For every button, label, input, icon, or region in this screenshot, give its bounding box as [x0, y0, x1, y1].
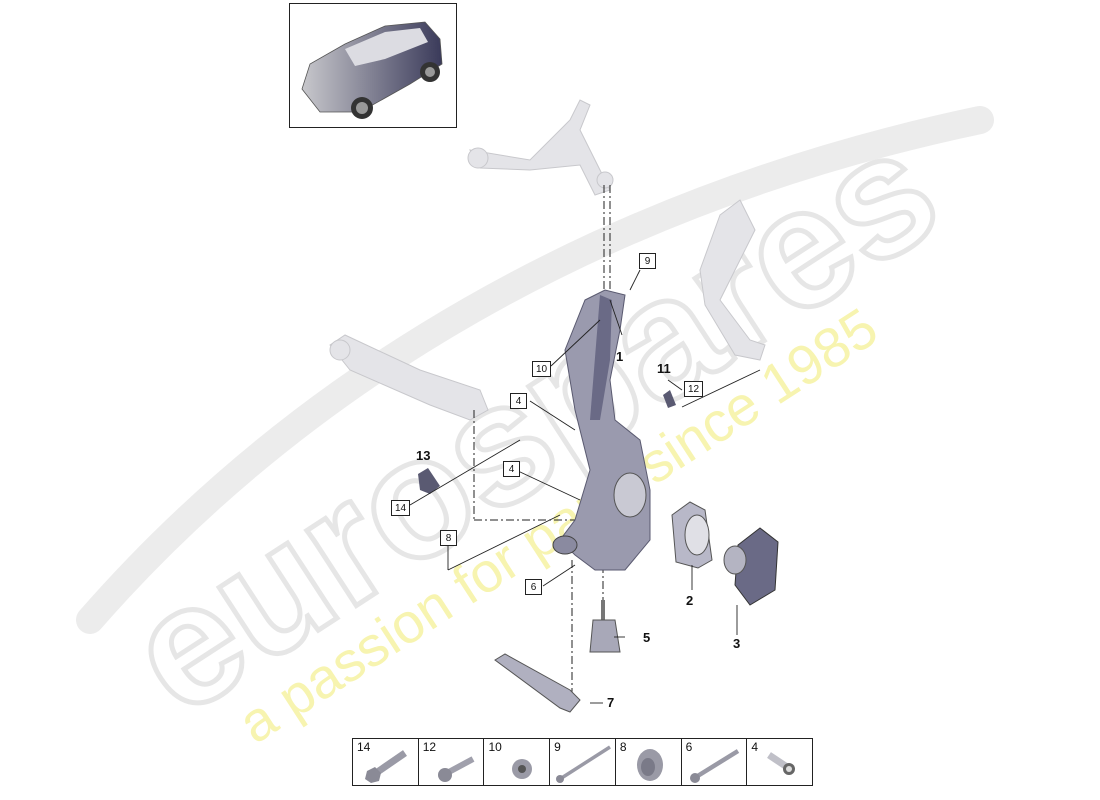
callout-14[interactable]: 14	[391, 500, 410, 516]
callout-9[interactable]: 9	[639, 253, 656, 269]
legend-label: 12	[422, 740, 437, 754]
flange-bolt-icon	[689, 749, 739, 783]
wheel-hub	[723, 527, 779, 606]
rear-control-arm	[699, 199, 766, 361]
vehicle-thumbnail	[289, 3, 457, 128]
legend-cell-hex-bolt[interactable]: 14	[353, 739, 419, 785]
callout-11[interactable]: 11	[657, 361, 671, 376]
long-bolt-icon	[556, 745, 612, 783]
flange-nut-icon	[512, 759, 533, 779]
hex-bolt-icon	[365, 750, 407, 783]
legend-label: 4	[751, 740, 758, 754]
ball-joint	[589, 600, 621, 653]
callout-3[interactable]: 3	[733, 636, 741, 651]
legend-cell-flange-bolt[interactable]: 6	[682, 739, 748, 785]
wheel-bearing	[671, 501, 713, 569]
lower-control-arm	[329, 334, 489, 421]
callout-12[interactable]: 12	[684, 381, 703, 397]
callout-10[interactable]: 10	[532, 361, 551, 377]
steering-knuckle	[552, 289, 651, 571]
fastener-legend: 14 12 10 9 8 6 4	[352, 738, 813, 786]
socket-bolt-icon	[437, 756, 475, 782]
upper-control-arm	[469, 99, 611, 196]
callout-1[interactable]: 1	[616, 349, 624, 364]
legend-cell-long-bolt[interactable]: 9	[550, 739, 616, 785]
callout-2[interactable]: 2	[686, 593, 694, 608]
callout-5[interactable]: 5	[643, 630, 651, 645]
abs-sensor	[418, 390, 676, 494]
legend-cell-eccentric-washer[interactable]: 8	[616, 739, 682, 785]
callout-6[interactable]: 6	[525, 579, 542, 595]
legend-label: 9	[554, 740, 561, 754]
eccentric-washer-icon	[636, 749, 663, 781]
callout-4-upper[interactable]: 4	[510, 393, 527, 409]
callout-7[interactable]: 7	[607, 695, 615, 710]
tie-rod-end	[494, 653, 581, 713]
legend-cell-torx-bolt[interactable]: 4	[747, 739, 812, 785]
legend-label: 6	[685, 740, 693, 754]
legend-label: 8	[619, 740, 627, 754]
callout-4-lower[interactable]: 4	[503, 461, 520, 477]
legend-cell-socket-bolt[interactable]: 12	[419, 739, 485, 785]
legend-label: 10	[488, 740, 502, 754]
torx-bolt-icon	[767, 752, 796, 775]
legend-label: 14	[357, 740, 371, 754]
callout-8[interactable]: 8	[440, 530, 457, 546]
legend-cell-flange-nut[interactable]: 10	[484, 739, 551, 785]
callout-13[interactable]: 13	[416, 448, 431, 463]
